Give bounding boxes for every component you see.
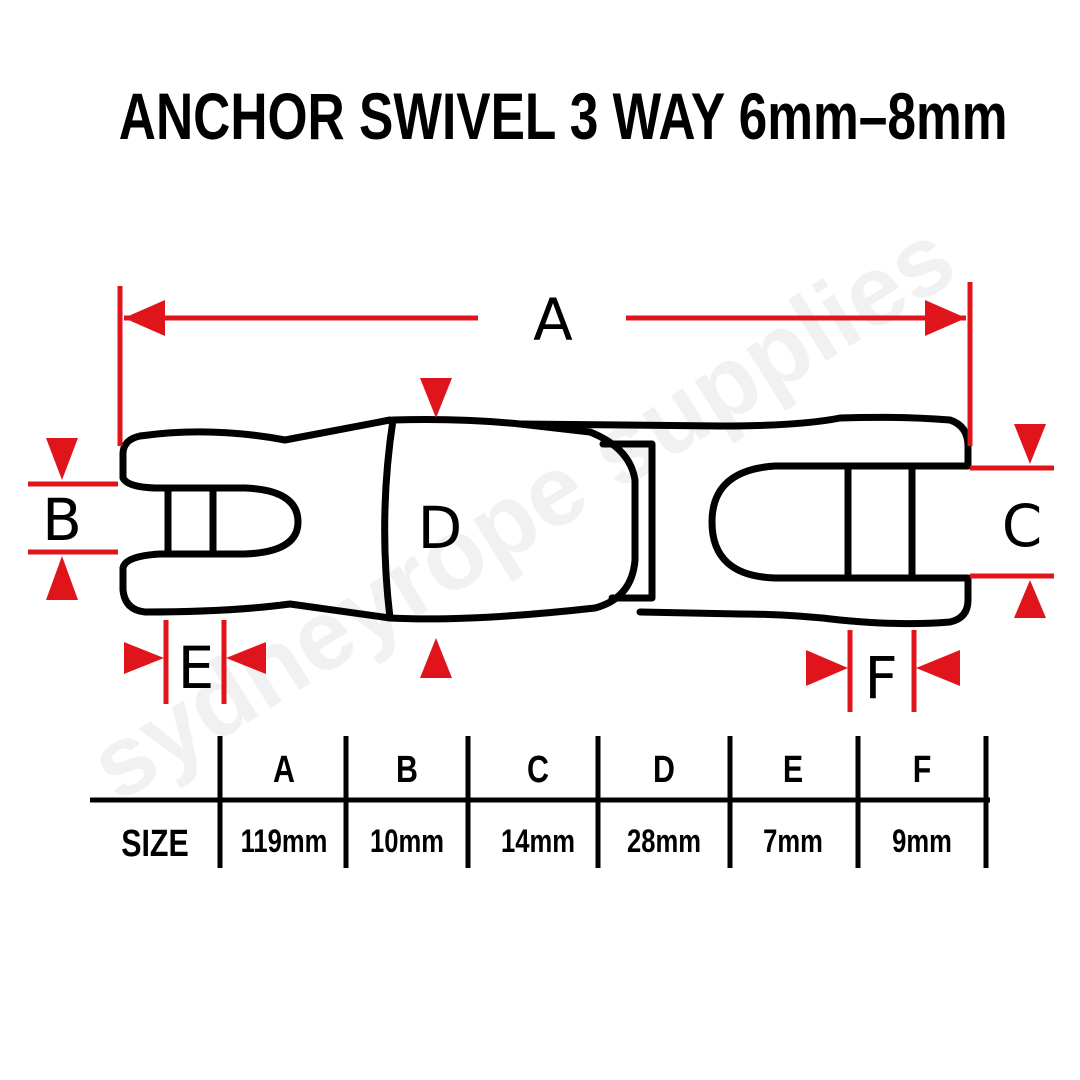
dim-d-arrow-bottom [420, 638, 452, 678]
dim-label-a: A [533, 286, 573, 354]
size-table [90, 736, 990, 868]
dim-label-b: B [42, 486, 82, 554]
table-head-c: C [527, 749, 549, 791]
watermark: sydneyrope supplies [70, 200, 973, 822]
page-title: ANCHOR SWIVEL 3 WAY 6mm–8mm [118, 79, 1008, 153]
table-head-a: A [273, 749, 295, 791]
dim-d-arrow-top [420, 378, 452, 418]
dim-label-f: F [864, 644, 897, 712]
swivel-outline [119, 413, 972, 628]
table-row-header: SIZE [121, 823, 189, 865]
table-value-a: 119mm [241, 824, 328, 859]
table-value-b: 10mm [370, 824, 444, 859]
dim-c-arrow-top [1014, 424, 1046, 464]
left-jaw [119, 416, 394, 622]
table-head-d: D [653, 749, 675, 791]
dim-e-arrow-right [226, 642, 266, 674]
table-head-f: F [913, 749, 932, 791]
dim-label-e: E [178, 634, 215, 702]
dim-c-arrow-bottom [1014, 580, 1046, 618]
dim-b-arrow-bottom [46, 556, 78, 600]
center-body [381, 416, 639, 623]
center-plate [599, 440, 656, 602]
dim-a-arrow-left [124, 300, 165, 336]
table-value-f: 9mm [892, 824, 952, 859]
dim-label-c: C [1002, 492, 1043, 560]
table-head-b: B [396, 749, 418, 791]
dimension-lines [28, 282, 1054, 712]
dim-label-d: D [418, 494, 463, 562]
dim-b-arrow-top [46, 438, 78, 480]
table-head-e: E [783, 749, 803, 791]
table-value-d: 28mm [627, 824, 701, 859]
right-body-top [516, 413, 972, 628]
dim-a-arrow-right [925, 300, 966, 336]
table-value-c: 14mm [501, 824, 575, 859]
dim-f-arrow-left [806, 650, 848, 686]
table-value-e: 7mm [763, 824, 823, 859]
dim-f-arrow-right [916, 650, 960, 686]
dim-e-arrow-left [124, 642, 164, 674]
